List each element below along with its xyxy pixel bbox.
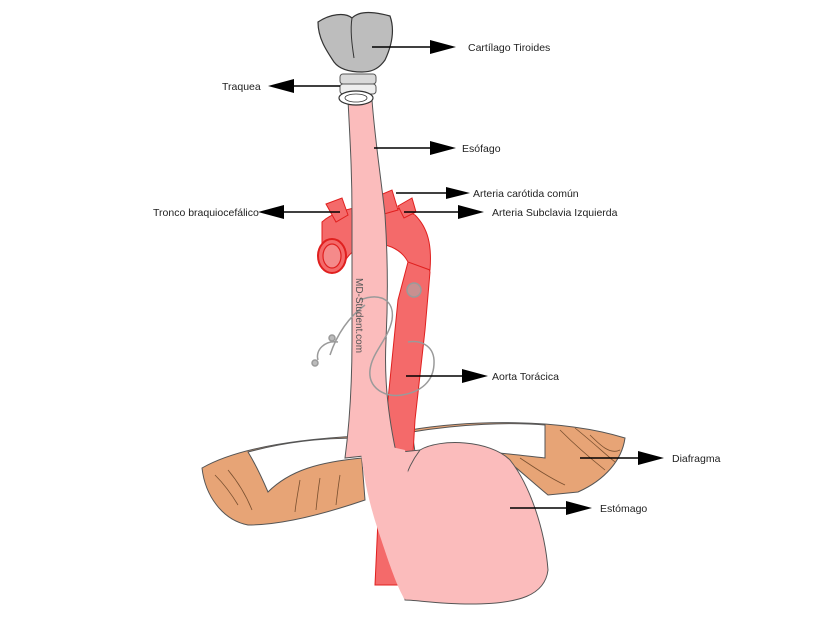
arrow-subclavia [404,205,484,219]
label-aorta-toracica: Aorta Torácica [492,371,559,383]
trachea-inner [344,93,368,103]
arrow-estomago [510,501,592,515]
aorta-cut-lumen [322,243,342,269]
arrow-diafragma [580,451,664,465]
stethoscope-icon [311,282,435,397]
diaphragm-left-tendon [247,437,363,493]
label-traquea: Traquea [222,81,261,93]
label-arteria-subclavia: Arteria Subclavia Izquierda [492,207,618,219]
label-tronco-braquiocefalico: Tronco braquiocefálico [153,207,259,219]
label-diafragma: Diafragma [672,453,721,465]
brachiocephalic-trunk [325,197,349,223]
arrow-cartilago [372,40,456,54]
label-estomago: Estómago [600,503,647,515]
diaphragm-fibers [214,427,621,513]
arrow-carotida [396,187,470,199]
thyroid-cartilage [317,11,394,73]
label-esofago: Esófago [462,143,501,155]
arrow-traquea [268,79,340,93]
arrow-tronco [258,205,340,219]
watermark-text: MD-Student.com [353,278,364,353]
label-arteria-carotida: Arteria carótida común [473,188,579,200]
label-cartilago-tiroides: Cartílago Tiroides [468,42,550,54]
thyroid-notch [350,17,355,59]
arrow-aorta [406,369,488,383]
trachea-ring-1 [339,73,377,85]
arrow-esofago [374,141,456,155]
esophagus-lower [360,440,415,600]
